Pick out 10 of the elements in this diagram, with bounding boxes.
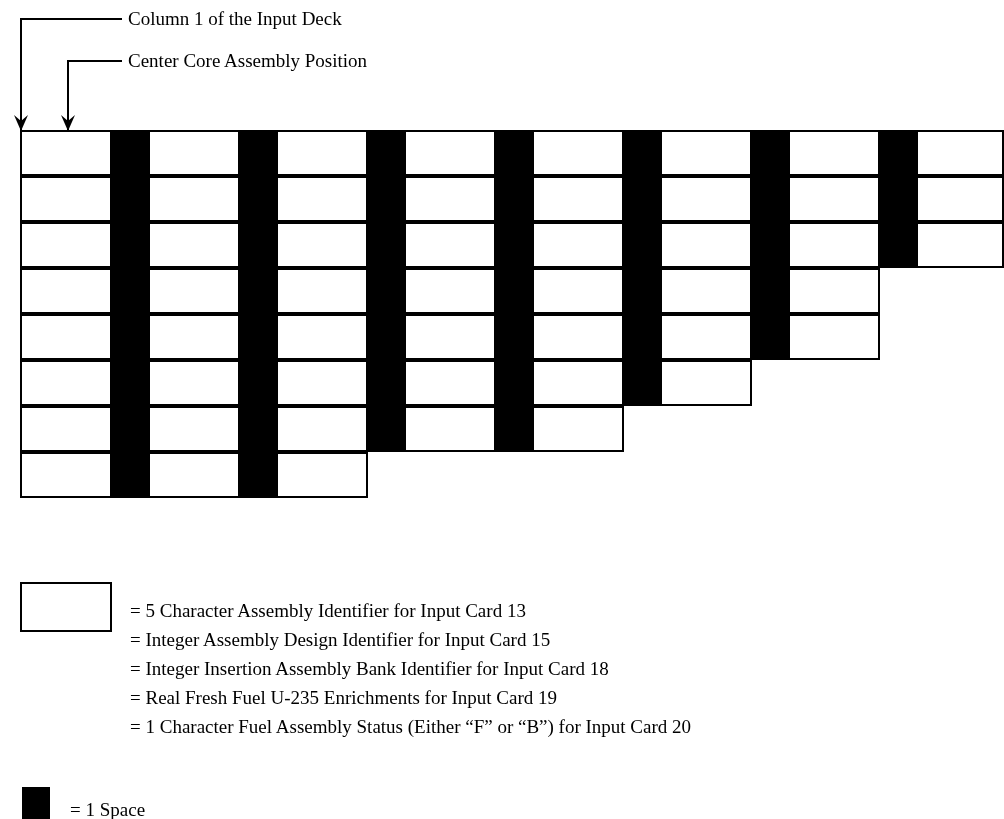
legend-text: = Integer Assembly Design Identifier for Input Card 15 bbox=[130, 629, 551, 651]
legend-text: = Real Fresh Fuel U-235 Enrichments for Input Card 19 bbox=[130, 687, 558, 709]
leader-label: Column 1 of the Input Deck bbox=[128, 8, 342, 30]
grid-cell bbox=[20, 130, 112, 176]
legend-text: = 5 Character Assembly Identifier for Input Card 13 bbox=[130, 600, 526, 622]
leader-arrow bbox=[61, 60, 123, 131]
leader-arrow bbox=[14, 18, 123, 131]
legend-text: = 1 Character Fuel Assembly Status (Either “F” or “B”) for Input Card 20 bbox=[130, 716, 692, 738]
legend-text: = Integer Insertion Assembly Bank Identifier for Input Card 18 bbox=[130, 658, 609, 680]
leader-label: Center Core Assembly Position bbox=[128, 50, 368, 72]
